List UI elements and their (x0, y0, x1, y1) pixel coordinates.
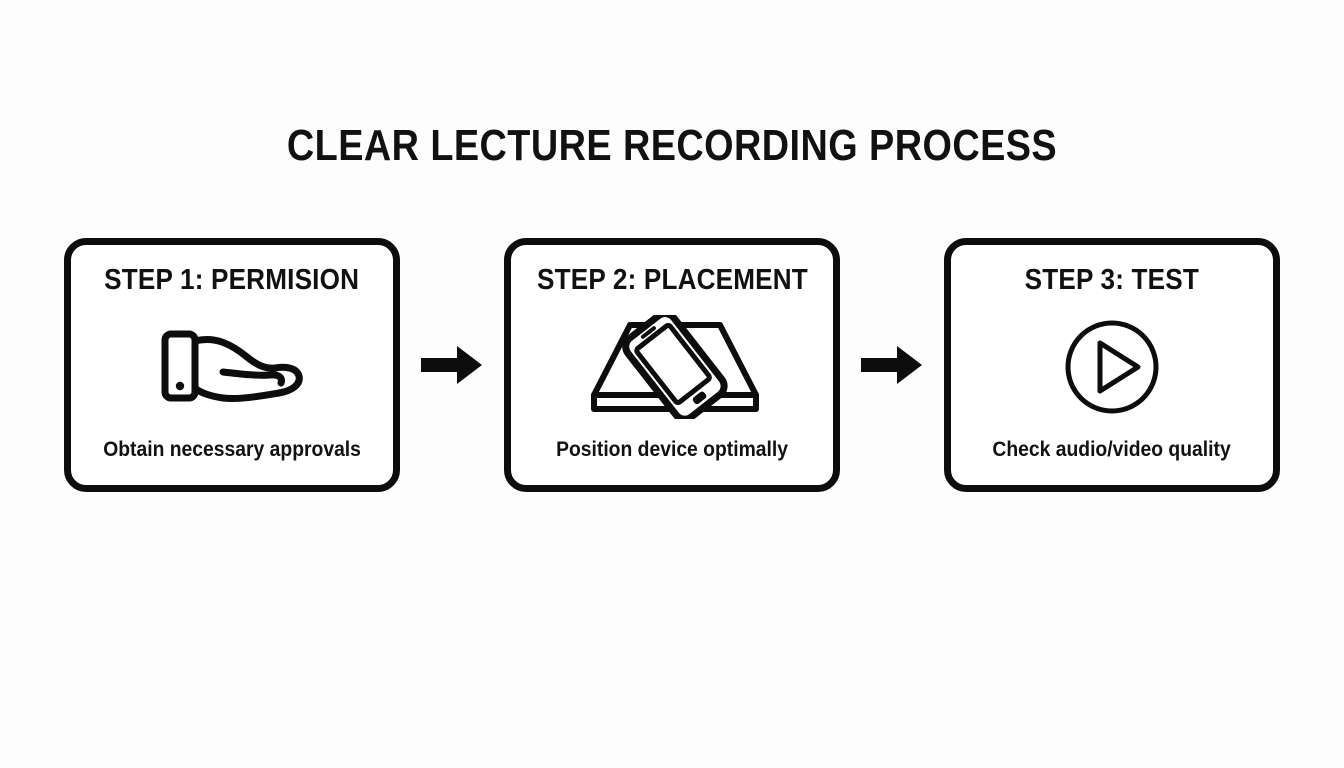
step-title-2: STEP 2: PLACEMENT (536, 264, 808, 296)
step-card-3[interactable]: STEP 3: TEST Check audio/video quality (944, 238, 1280, 492)
step-title-3: STEP 3: TEST (1024, 264, 1200, 296)
step-card-1[interactable]: STEP 1: PERMISION Obtain necessary appro… (64, 238, 400, 492)
connector-arrow-2 (858, 343, 926, 387)
step-icon-container-1 (85, 297, 379, 437)
step-caption-2: Position device optimally (556, 438, 788, 461)
connector-arrow-1 (418, 343, 486, 387)
step-card-2[interactable]: STEP 2: PLACEMENT Position devic (504, 238, 840, 492)
step-caption-1: Obtain necessary approvals (103, 438, 361, 461)
page-title: CLEAR LECTURE RECORDING PROCESS (286, 121, 1058, 170)
step-icon-container-2 (525, 297, 819, 437)
play-button-icon (1065, 320, 1159, 414)
process-flow: STEP 1: PERMISION Obtain necessary appro… (64, 238, 1280, 492)
arrow-right-icon (421, 346, 482, 384)
phone-on-table-icon (591, 315, 759, 419)
step-caption-3: Check audio/video quality (992, 438, 1232, 461)
open-hand-icon (161, 330, 303, 402)
step-title-1: STEP 1: PERMISION (104, 264, 360, 296)
step-icon-container-3 (965, 297, 1259, 437)
arrow-right-icon (861, 346, 922, 384)
